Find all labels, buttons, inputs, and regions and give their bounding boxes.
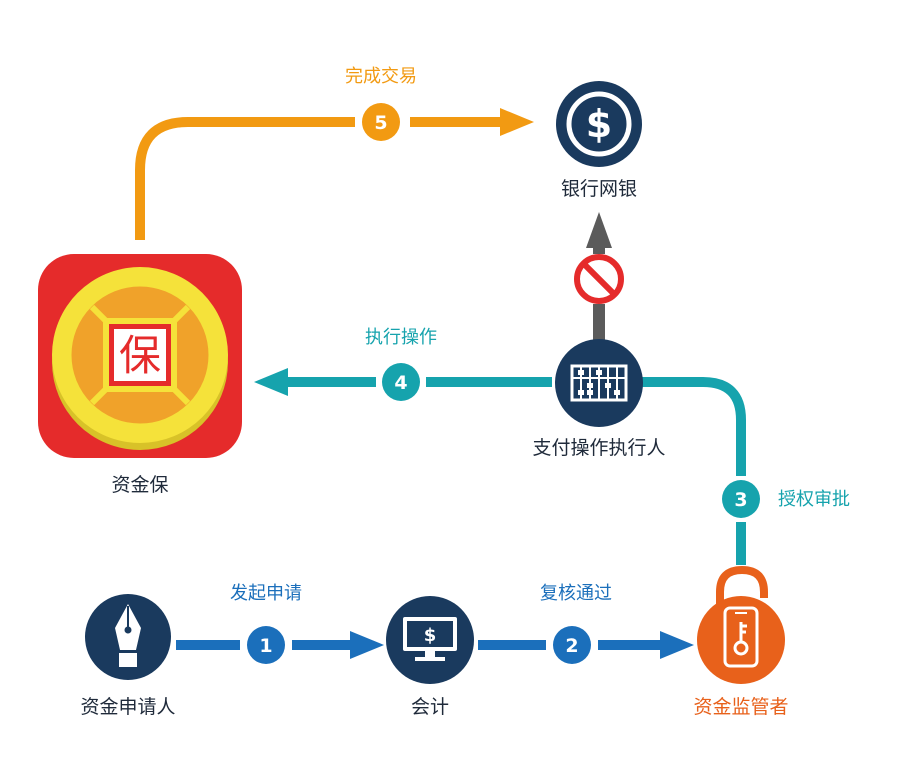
arrowhead-step-2	[660, 631, 694, 659]
executor-label: 支付操作执行人	[532, 437, 665, 459]
executor-node: 支付操作执行人	[532, 339, 666, 459]
step-badge-5: 5	[362, 103, 400, 141]
step-badge-4: 4	[382, 363, 420, 401]
step-badge-2: 2	[553, 626, 591, 664]
svg-text:1: 1	[259, 635, 272, 657]
applicant-node: 资金申请人	[80, 594, 176, 718]
prohibited-icon	[574, 254, 624, 304]
abacus-icon	[555, 339, 643, 427]
blocked-connector	[574, 212, 624, 340]
supervisor-node: 资金监管者	[693, 565, 789, 718]
bank-node: $ 银行网银	[556, 81, 642, 200]
step-label-4: 执行操作	[365, 327, 437, 348]
step-label-5: 完成交易	[345, 66, 417, 87]
step-label-2: 复核通过	[540, 583, 612, 604]
connector-step-1	[176, 631, 384, 659]
connector-step-4	[254, 368, 552, 396]
step-badge-1: 1	[247, 626, 285, 664]
fund-app-label: 资金保	[111, 474, 168, 496]
connector-step-3	[640, 377, 746, 565]
dollar-coin-icon: $	[556, 81, 642, 167]
accountant-node: $ 会计	[386, 596, 474, 718]
step-badge-3: 3	[722, 480, 760, 518]
svg-text:4: 4	[394, 372, 407, 394]
svg-text:5: 5	[374, 112, 387, 134]
arrowhead-step-1	[350, 631, 384, 659]
applicant-label: 资金申请人	[80, 696, 175, 718]
connector-step-5	[135, 108, 534, 240]
arrowhead-step-4	[254, 368, 288, 396]
accountant-label: 会计	[411, 696, 449, 718]
svg-text:$: $	[424, 625, 437, 646]
fund-app-node: 保 资金保	[38, 254, 242, 496]
svg-text:2: 2	[565, 635, 578, 657]
monitor-dollar-icon: $	[386, 596, 474, 684]
connector-step-2	[478, 631, 694, 659]
phone-key-lock-icon	[697, 565, 785, 684]
svg-text:3: 3	[734, 489, 747, 511]
fund-app-icon: 保	[38, 254, 242, 458]
step-label-1: 发起申请	[230, 583, 302, 604]
fund-app-badge: 保	[119, 331, 161, 380]
svg-text:$: $	[586, 102, 612, 146]
fountain-pen-icon	[85, 594, 171, 680]
step-label-3: 授权审批	[778, 489, 850, 510]
arrowhead-step-5	[500, 108, 534, 136]
arrowhead-blocked	[586, 212, 612, 248]
bank-label: 银行网银	[561, 178, 637, 200]
supervisor-label: 资金监管者	[693, 696, 788, 718]
